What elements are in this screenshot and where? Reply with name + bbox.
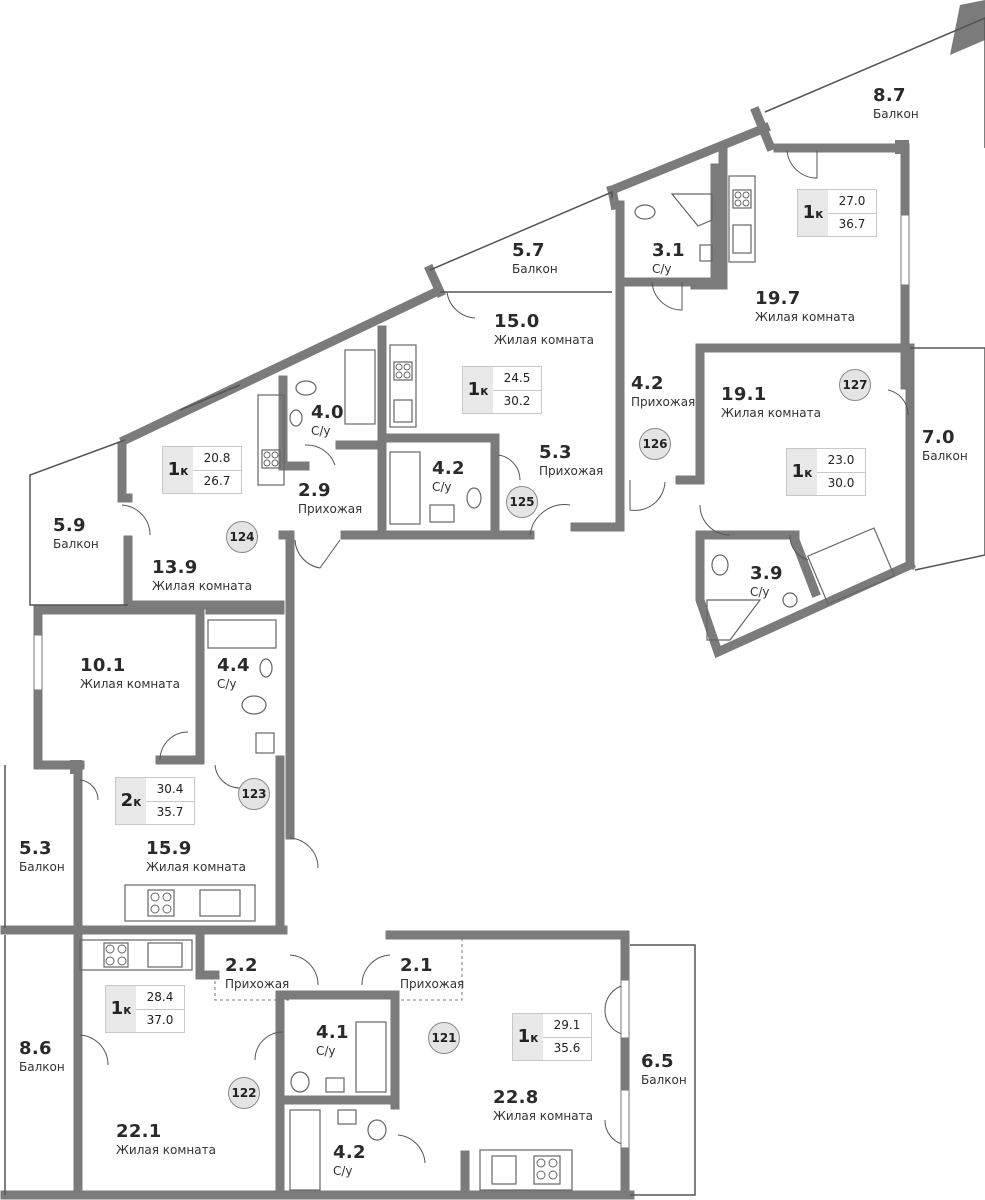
room-count: 1к [798, 190, 828, 236]
stove-burners [105, 191, 750, 1180]
total-area: 36.7 [838, 217, 866, 231]
living-area: 30.4 [146, 778, 194, 802]
room-count: 1к [787, 449, 817, 495]
living-area: 20.8 [193, 447, 241, 471]
total-area: 30.0 [827, 476, 855, 490]
total-area: 35.7 [156, 805, 184, 819]
apartment-number-badge[interactable]: 127 [839, 369, 871, 401]
apartment-info-panel[interactable]: 1к 24.5 30.2 [462, 366, 542, 414]
walls [0, 106, 916, 1200]
apartment-info-panel[interactable]: 2к 30.4 35.7 [115, 777, 195, 825]
room-count: 1к [106, 986, 136, 1032]
apartment-info-panel[interactable]: 1к 28.4 37.0 [105, 985, 185, 1033]
apartment-info-panel[interactable]: 1к 29.1 35.6 [512, 1013, 592, 1061]
living-area: 28.4 [136, 986, 184, 1010]
wall-accents [70, 0, 985, 774]
total-area: 30.2 [503, 394, 531, 408]
fixtures [79, 175, 896, 1191]
apartment-number-badge[interactable]: 125 [506, 486, 538, 518]
apartment-number-badge[interactable]: 126 [639, 428, 671, 460]
living-area: 24.5 [493, 367, 541, 391]
apartment-info-panel[interactable]: 1к 27.0 36.7 [797, 189, 877, 237]
apartment-number-badge[interactable]: 124 [226, 521, 258, 553]
total-area: 26.7 [203, 474, 231, 488]
living-area: 29.1 [543, 1014, 591, 1038]
dashed-hall-borders [214, 935, 463, 1001]
total-area: 35.6 [553, 1041, 581, 1055]
windows [33, 214, 910, 1149]
apartment-number-badge[interactable]: 122 [228, 1077, 260, 1109]
room-count: 1к [163, 447, 193, 493]
room-count: 1к [463, 367, 493, 413]
apartment-number-badge[interactable]: 121 [428, 1022, 460, 1054]
room-count: 2к [116, 778, 146, 824]
door-swings [79, 149, 909, 1164]
total-area: 37.0 [146, 1013, 174, 1027]
apartment-info-panel[interactable]: 1к 23.0 30.0 [786, 448, 866, 496]
balcony-outlines [4, 17, 985, 1196]
room-count: 1к [513, 1014, 543, 1060]
living-area: 27.0 [828, 190, 876, 214]
apartment-number-badge[interactable]: 123 [238, 778, 270, 810]
living-area: 23.0 [817, 449, 865, 473]
apartment-info-panel[interactable]: 1к 20.8 26.7 [162, 446, 242, 494]
